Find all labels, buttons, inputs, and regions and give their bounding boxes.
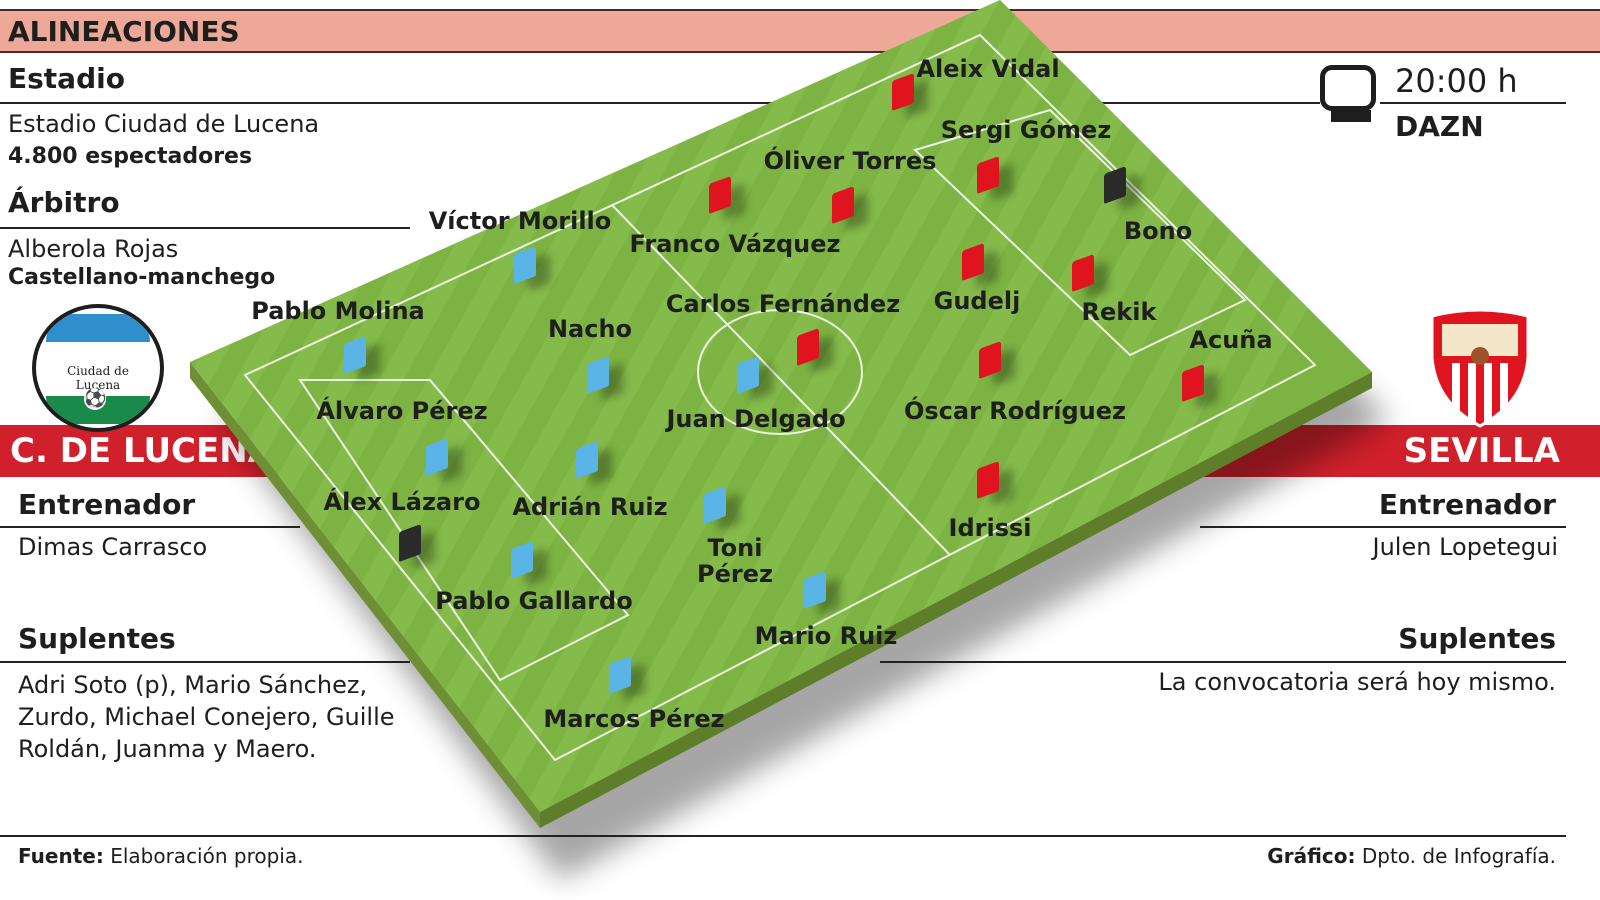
- home-coach: Dimas Carrasco: [18, 533, 208, 561]
- player-name: Sergi Gómez: [940, 116, 1112, 144]
- logo-blue-band: [46, 314, 150, 342]
- referee-name: Alberola Rojas: [8, 235, 179, 263]
- divider: [0, 526, 300, 528]
- stadium-heading: Estadio: [8, 62, 125, 95]
- tv-channel: DAZN: [1395, 110, 1484, 143]
- divider: [0, 835, 1566, 837]
- pitch-stripe: [328, 0, 912, 812]
- player-name: Carlos Fernández: [665, 290, 901, 318]
- home-team-name: C. DE LUCENA: [10, 431, 274, 471]
- page-title: ALINEACIONES: [8, 15, 240, 48]
- player-name: Adrián Ruiz: [512, 493, 668, 521]
- player-name: Aleix Vidal: [916, 55, 1060, 83]
- source-credit: Fuente: Elaboración propia.: [18, 844, 303, 868]
- player-name: Álvaro Pérez: [316, 397, 488, 425]
- graphic-credit: Gráfico: Dpto. de Infografía.: [1267, 844, 1556, 868]
- player-name: Toni Pérez: [697, 534, 773, 588]
- away-coach-heading: Entrenador: [1378, 488, 1556, 521]
- graphic-text: Dpto. de Infografía.: [1361, 844, 1556, 868]
- home-subs-heading: Suplentes: [18, 622, 176, 655]
- pitch-stripe: [0, 0, 144, 900]
- divider: [0, 661, 410, 663]
- player-name: Bono: [1123, 217, 1193, 245]
- pitch-stripe: [190, 0, 192, 812]
- divider: [880, 661, 1566, 663]
- away-coach: Julen Lopetegui: [1372, 533, 1558, 561]
- player-name: Franco Vázquez: [629, 230, 841, 258]
- referee-heading: Árbitro: [8, 186, 120, 219]
- player-name: Juan Delgado: [666, 405, 846, 433]
- graphic-label: Gráfico:: [1267, 844, 1356, 868]
- player-name: Acuña: [1189, 326, 1273, 354]
- away-team-name: SEVILLA: [1403, 431, 1560, 471]
- pitch-stripe: [616, 0, 1200, 812]
- source-label: Fuente:: [18, 844, 104, 868]
- pitch-stripe: [190, 0, 240, 812]
- player-name: Idrissi: [948, 514, 1032, 542]
- header-band: ALINEACIONES: [0, 9, 1600, 53]
- home-subs: Adri Soto (p), Mario Sánchez, Zurdo, Mic…: [18, 671, 395, 763]
- player-name: Álex Lázaro: [323, 488, 481, 516]
- player-name: Gudelj: [933, 287, 1021, 315]
- soccer-ball-icon: ⚽: [84, 388, 107, 410]
- pitch-stripe: [280, 0, 864, 812]
- divider: [0, 102, 1320, 104]
- tv-stand-icon: [1331, 110, 1371, 122]
- away-team-crest: [1430, 308, 1530, 428]
- player-name: Óscar Rodríguez: [903, 397, 1127, 425]
- stadium-name: Estadio Ciudad de Lucena: [8, 110, 320, 138]
- player-name: Nacho: [547, 315, 633, 343]
- divider: [1380, 102, 1566, 104]
- player-name: Mario Ruiz: [754, 622, 898, 650]
- home-coach-heading: Entrenador: [18, 488, 196, 521]
- logo-text: Ciudad de Lucena: [67, 364, 129, 392]
- away-subs-heading: Suplentes: [1398, 622, 1556, 655]
- player-name: Óliver Torres: [763, 147, 937, 175]
- match-time: 20:00 h: [1395, 62, 1518, 100]
- pitch-stripe: [568, 0, 1152, 812]
- player-name: Marcos Pérez: [543, 705, 725, 733]
- player-name: Víctor Morillo: [428, 207, 612, 235]
- stadium-capacity: 4.800 espectadores: [8, 144, 253, 169]
- away-subs: La convocatoria será hoy mismo.: [1158, 668, 1556, 696]
- player-name: Pablo Gallardo: [435, 587, 633, 615]
- pitch-stripe: [664, 0, 1248, 812]
- tv-icon: [1320, 65, 1376, 111]
- home-team-logo: Ciudad de Lucena ⚽: [32, 304, 164, 432]
- source-text: Elaboración propia.: [110, 844, 304, 868]
- divider: [1200, 526, 1566, 528]
- pitch-stripe: [520, 0, 1104, 812]
- player-name: Pablo Molina: [251, 297, 425, 325]
- pitch-stripe: [472, 0, 1056, 812]
- pitch-stripe: [376, 0, 960, 812]
- divider: [0, 227, 410, 229]
- referee-committee: Castellano-manchego: [8, 265, 276, 290]
- player-name: Rekik: [1081, 298, 1157, 326]
- pitch-stripe: [424, 0, 1008, 812]
